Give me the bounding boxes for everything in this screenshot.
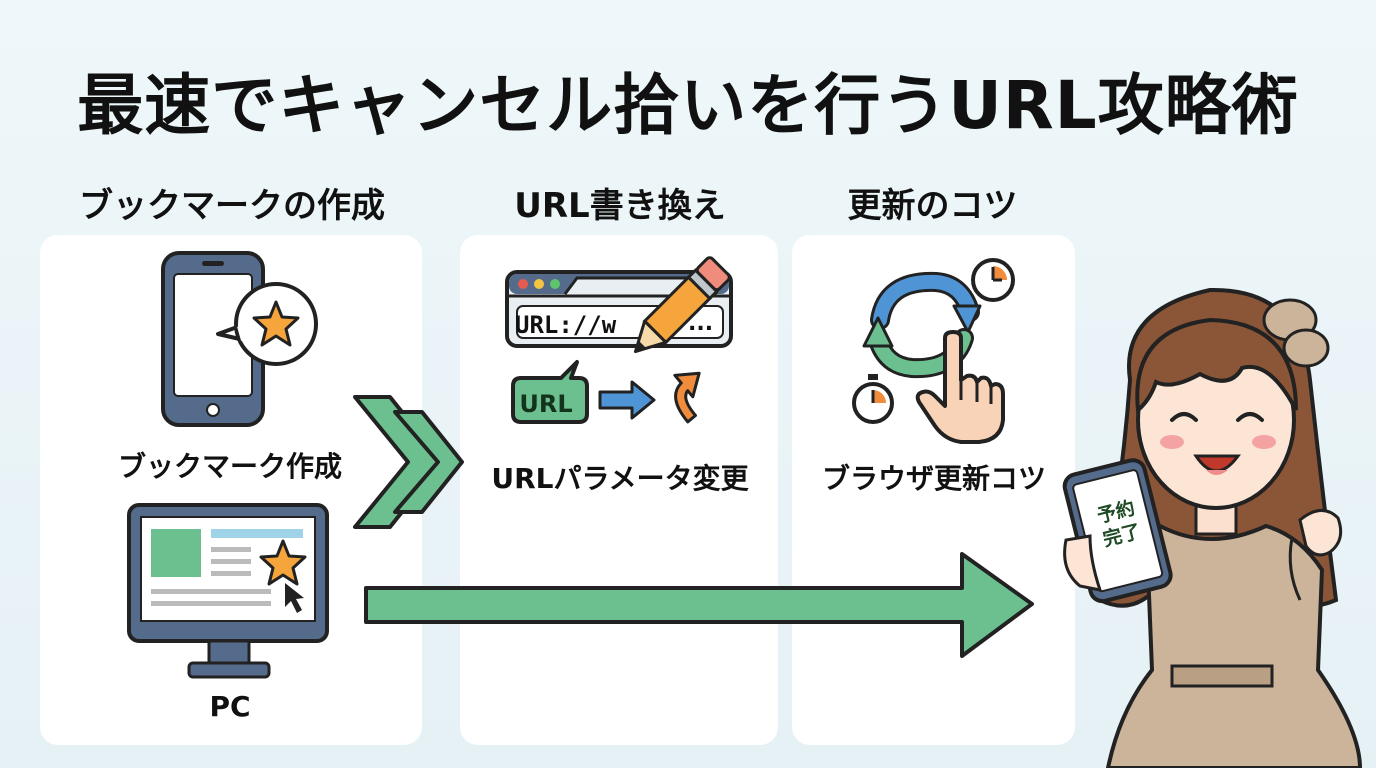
caption-bookmark-create: ブックマーク作成 [117,450,342,483]
chevron-right-arrow [353,395,464,529]
arrow-up-orange [673,371,701,424]
long-right-arrow [364,552,1034,658]
section-heading-bookmark: ブックマークの作成 [79,186,385,226]
stopwatch-icon [852,374,894,424]
page-title: 最速でキャンセル拾いを行うURL攻略術 [77,67,1299,144]
clock-icon [971,258,1015,302]
section-heading-refresh-tips: 更新のコツ [847,186,1018,226]
caption-browser-refresh-tips: ブラウザ更新コツ [821,462,1046,495]
pencil-icon [633,256,731,354]
caption-url-param-change: URLパラメータ変更 [491,462,749,495]
card-refresh-tips [792,235,1075,745]
pc-monitor-icon [127,503,329,679]
caption-pc: PC [209,690,251,723]
happy-woman-illustration [1062,287,1363,768]
url-bubble-icon [511,360,589,424]
url-bubble-label: URL [519,390,573,418]
star-bubble-icon [216,282,318,366]
arrow-right-blue [598,380,656,420]
url-bar-text: URL://w [515,311,617,339]
section-heading-url-rewrite: URL書き換え [514,186,726,226]
pointing-hand-icon [915,330,1005,444]
